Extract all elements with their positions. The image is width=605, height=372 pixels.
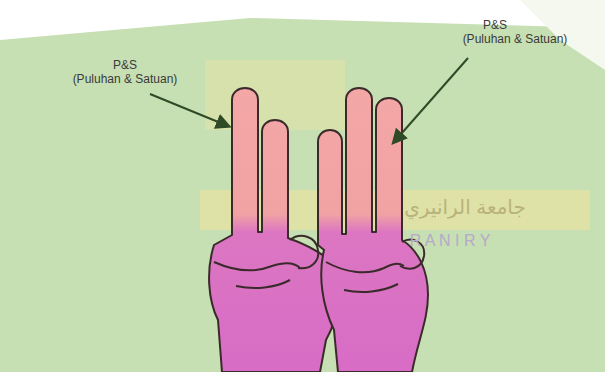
- watermark-field: [0, 18, 605, 372]
- right-crease: [344, 284, 398, 292]
- right-palm: [318, 88, 428, 372]
- callout-label: (Puluhan & Satuan): [60, 72, 190, 86]
- callout-label: P&S: [60, 58, 190, 72]
- leader-arrow: [150, 94, 228, 126]
- right-thumb: [326, 262, 404, 272]
- left-thumb: [214, 262, 300, 270]
- right-hand: [318, 88, 428, 372]
- watermark-text: R A N I R Y: [300, 232, 600, 250]
- callout-label: P&S: [430, 18, 560, 32]
- callout-label: (Puluhan & Satuan): [445, 32, 585, 46]
- leader-arrow: [394, 58, 468, 142]
- left-crease: [236, 280, 290, 288]
- watermark-text: جامعة الرانيري: [350, 196, 580, 218]
